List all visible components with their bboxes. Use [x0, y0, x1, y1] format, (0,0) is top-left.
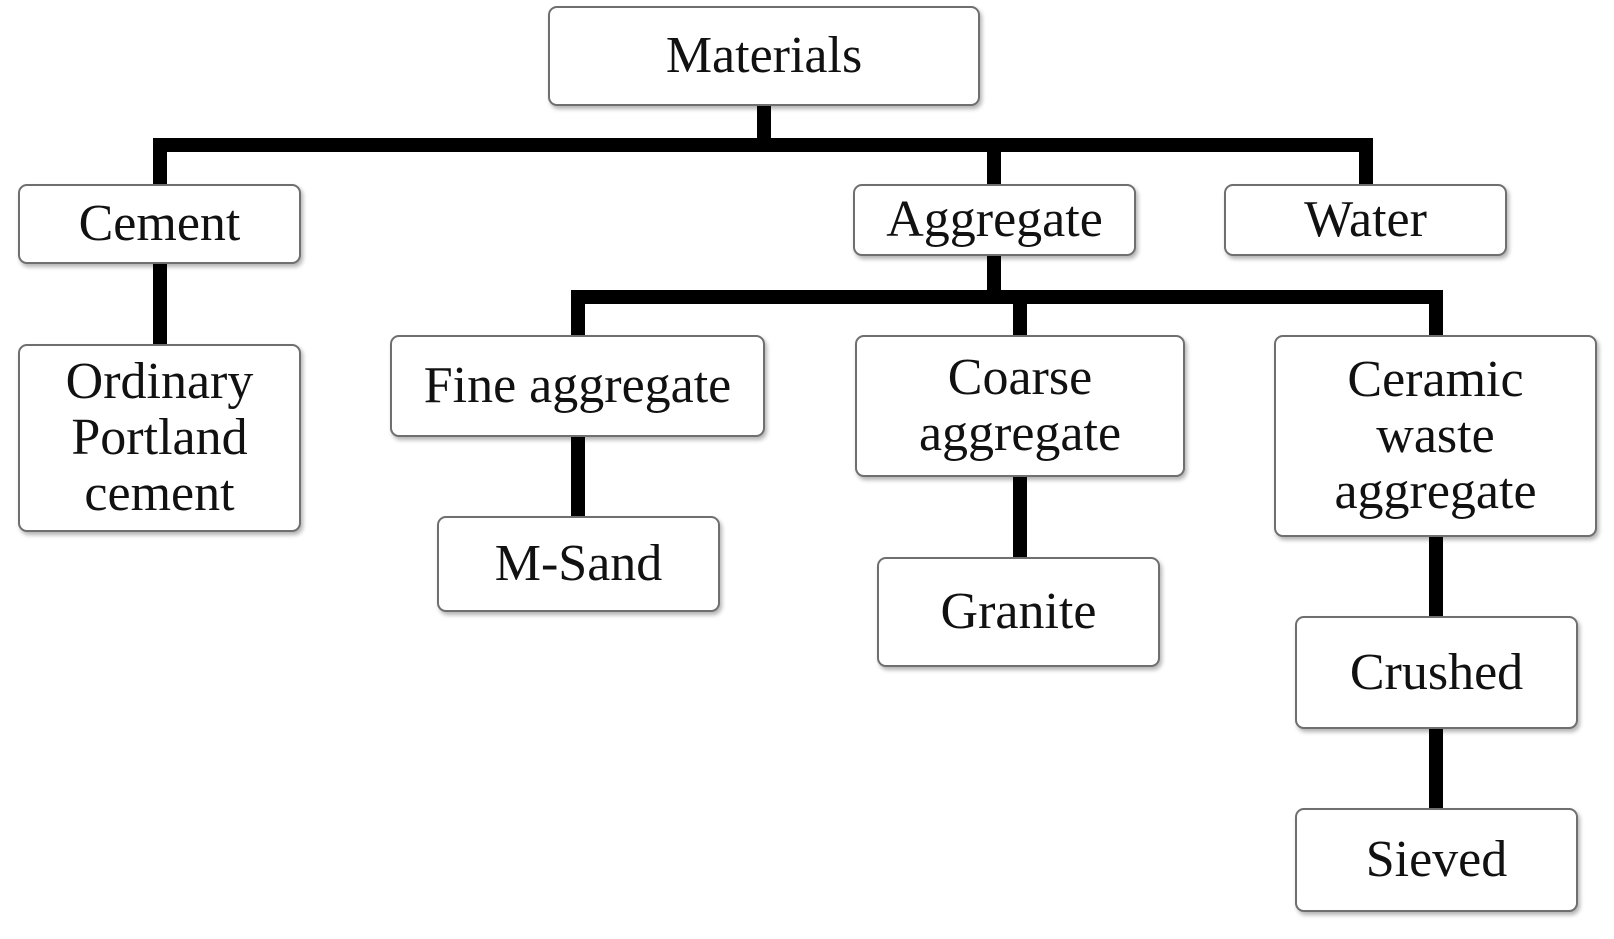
node-sieved-label: Sieved — [1365, 831, 1508, 888]
node-ceramic-line-2: waste — [1376, 407, 1495, 464]
node-crushed-label: Crushed — [1349, 643, 1524, 701]
node-sieved: Sieved — [1295, 808, 1578, 912]
node-m-sand-label: M-Sand — [494, 535, 663, 592]
node-cement: Cement — [18, 184, 301, 264]
node-ordinary-portland-cement: Ordinary Portland cement — [18, 344, 301, 532]
node-materials: Materials — [548, 6, 980, 106]
node-granite: Granite — [877, 557, 1160, 667]
node-ceramic-line-3: aggregate — [1334, 463, 1537, 520]
node-aggregate-label: Aggregate — [886, 191, 1103, 248]
node-crushed: Crushed — [1295, 616, 1578, 729]
node-opc-line-3: cement — [84, 465, 235, 522]
node-fine-aggregate: Fine aggregate — [390, 335, 765, 437]
node-coarse-text: Coarse aggregate — [919, 350, 1121, 462]
node-granite-label: Granite — [940, 583, 1097, 640]
node-ceramic-line-1: Ceramic — [1347, 351, 1524, 408]
node-aggregate: Aggregate — [853, 184, 1136, 256]
node-water-label: Water — [1304, 191, 1427, 248]
node-coarse-line-1: Coarse — [947, 349, 1093, 406]
node-coarse-line-2: aggregate — [918, 405, 1122, 462]
node-fine-aggregate-label: Fine aggregate — [423, 357, 732, 414]
node-coarse-aggregate: Coarse aggregate — [855, 335, 1185, 477]
node-m-sand: M-Sand — [437, 516, 720, 612]
node-opc-text: Ordinary Portland cement — [66, 354, 254, 522]
node-materials-label: Materials — [665, 27, 863, 84]
node-ceramic-waste-aggregate: Ceramic waste aggregate — [1274, 335, 1597, 537]
node-opc-line-2: Portland — [71, 409, 248, 466]
node-cement-label: Cement — [78, 195, 241, 252]
node-ceramic-text: Ceramic waste aggregate — [1334, 352, 1536, 520]
node-opc-line-1: Ordinary — [65, 353, 254, 410]
node-water: Water — [1224, 184, 1507, 256]
